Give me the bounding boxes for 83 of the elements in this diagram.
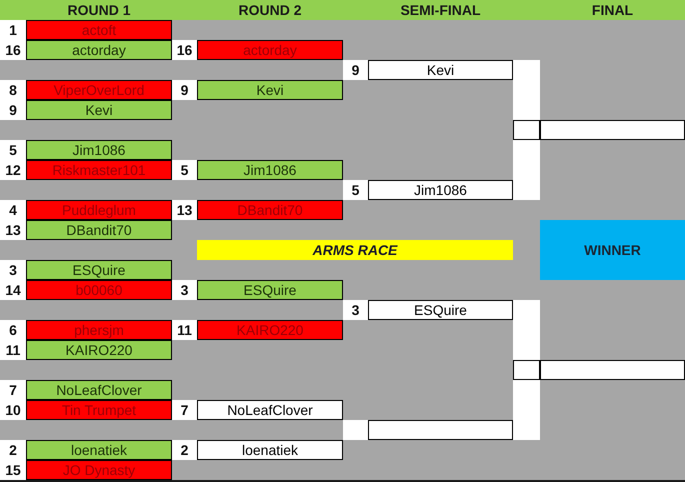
bracket-slot (513, 360, 685, 380)
bracket-slot (0, 40, 172, 60)
bracket-slot (0, 200, 172, 220)
player-name: Jim1086 (197, 160, 343, 180)
seed-number: 3 (180, 283, 188, 297)
player-name: NoLeafClover (26, 380, 172, 400)
bracket-connector (513, 60, 540, 120)
seed-number: 16 (176, 43, 192, 57)
seed-number: 11 (177, 323, 192, 337)
bracket-slot (0, 80, 172, 100)
bracket-slot (0, 460, 172, 480)
player-name: Kevi (26, 100, 172, 120)
player-name: actorday (197, 40, 343, 60)
player-name: DBandit70 (197, 200, 343, 220)
bracket-slot (0, 400, 172, 420)
seed-number: 14 (5, 283, 21, 297)
player-name: ESQuire (368, 300, 513, 320)
seed-number: 16 (5, 43, 21, 57)
player-name: ESQuire (197, 280, 343, 300)
seed-number: 5 (9, 143, 17, 157)
player-name: Puddleglum (26, 200, 172, 220)
player-name: KAIRO220 (197, 320, 343, 340)
player-name: ViperOverLord (26, 80, 172, 100)
seed-number: 3 (352, 303, 360, 317)
seed-number: 9 (352, 63, 360, 77)
bracket-slot (0, 220, 172, 240)
player-name: ESQuire (26, 260, 172, 280)
column-heading: SEMI-FINAL (400, 3, 481, 17)
seed-number: 10 (5, 403, 21, 417)
seed-number: 2 (9, 443, 17, 457)
seed-number: 9 (9, 103, 17, 117)
player-name: Kevi (197, 80, 343, 100)
bracket-slot (0, 320, 172, 340)
player-name: Riskmaster101 (26, 160, 172, 180)
player-name: DBandit70 (26, 220, 172, 240)
bracket-slot (0, 440, 172, 460)
header-band (0, 0, 685, 20)
bracket-connector (513, 300, 540, 360)
player-name: loenatiek (197, 440, 343, 460)
winner-panel: WINNER (540, 220, 685, 280)
player-name: Kevi (368, 60, 513, 80)
bracket-slot (0, 340, 172, 360)
bracket-slot (0, 160, 172, 180)
player-name: JO Dynasty (26, 460, 172, 480)
player-name: phersjm (26, 320, 172, 340)
bracket-slot (513, 120, 685, 140)
seed-number: 6 (9, 323, 17, 337)
seed-number: 15 (5, 463, 21, 477)
player-name: KAIRO220 (26, 340, 172, 360)
seed-number: 7 (9, 383, 17, 397)
event-banner: ARMS RACE (197, 240, 513, 260)
bracket-connector (513, 380, 540, 440)
player-name: b00060 (26, 280, 172, 300)
seed-number: 12 (5, 163, 21, 177)
bracket-connector (513, 140, 540, 200)
seed-number: 4 (9, 203, 17, 217)
seed-number: 13 (176, 203, 192, 217)
seed-number: 7 (180, 403, 188, 417)
bracket-slot (0, 380, 172, 400)
player-name: actoft (26, 20, 172, 40)
bracket-slot (0, 100, 172, 120)
seed-number: 5 (180, 163, 188, 177)
column-heading: FINAL (592, 3, 634, 17)
column-heading: ROUND 2 (238, 3, 302, 17)
seed-number: 11 (6, 343, 20, 357)
seed-number: 8 (9, 83, 17, 97)
column-heading: ROUND 1 (67, 3, 130, 17)
seed-number: 1 (9, 23, 17, 37)
bracket-slot (0, 140, 172, 160)
player-name: Tin Trumpet (26, 400, 172, 420)
bracket-slot (0, 20, 172, 40)
seed-number: 5 (352, 183, 360, 197)
player-name: Jim1086 (26, 140, 172, 160)
seed-number: 13 (5, 223, 21, 237)
player-name: actorday (26, 40, 172, 60)
player-name: Jim1086 (368, 180, 513, 200)
seed-number: 2 (180, 443, 188, 457)
player-name: loenatiek (26, 440, 172, 460)
bracket-slot (0, 280, 172, 300)
player-name: NoLeafClover (197, 400, 343, 420)
seed-number: 9 (180, 83, 188, 97)
bracket-slot (0, 260, 172, 280)
seed-number: 3 (9, 263, 17, 277)
